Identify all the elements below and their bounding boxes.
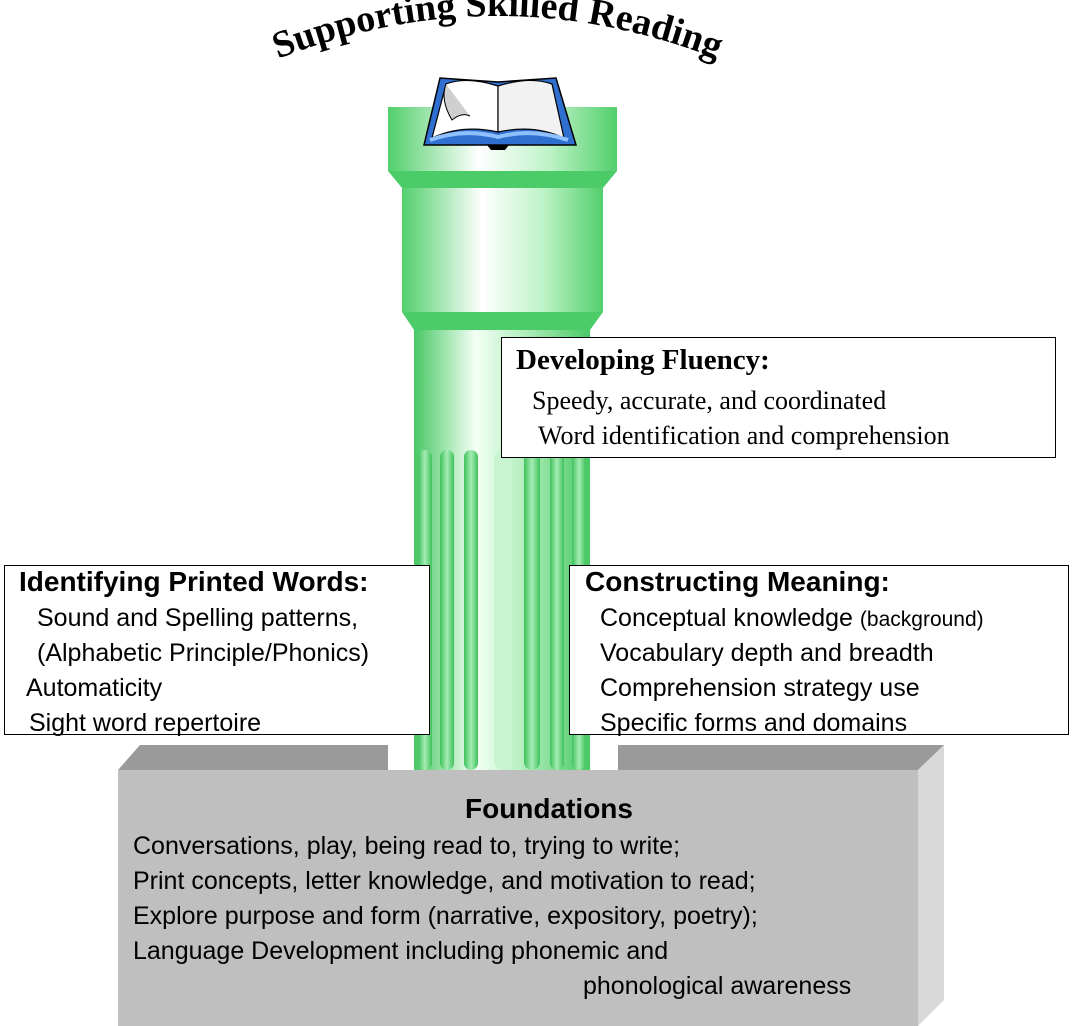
meaning-line-1-small: (background) <box>859 608 984 631</box>
meaning-line-1-main: Conceptual knowledge <box>600 604 853 632</box>
printed-words-heading: Identifying Printed Words: <box>19 566 369 597</box>
printed-words-line-3: Automaticity <box>26 674 163 702</box>
diagram-title: Supporting Skilled Reading <box>266 0 728 67</box>
meaning-heading: Constructing Meaning: <box>585 566 890 597</box>
printed-words-box: Identifying Printed Words: Sound and Spe… <box>4 565 430 737</box>
column-flutes <box>418 450 586 770</box>
meaning-line-1: Conceptual knowledge (background) <box>600 604 984 633</box>
fluency-line-2: Word identification and comprehension <box>538 421 950 450</box>
meaning-box: Constructing Meaning: Conceptual knowled… <box>569 565 1069 737</box>
foundation-base <box>118 745 944 1026</box>
printed-words-line-1: Sound and Spelling patterns, <box>37 604 359 632</box>
fluency-box: Developing Fluency: Speedy, accurate, an… <box>501 337 1056 458</box>
fluency-line-1: Speedy, accurate, and coordinated <box>532 386 887 415</box>
fluency-heading: Developing Fluency: <box>516 344 770 376</box>
meaning-line-3: Comprehension strategy use <box>600 674 920 702</box>
open-book-icon <box>423 77 578 150</box>
meaning-line-2: Vocabulary depth and breadth <box>600 639 934 667</box>
printed-words-line-2: (Alphabetic Principle/Phonics) <box>37 639 370 667</box>
meaning-line-4: Specific forms and domains <box>600 709 908 737</box>
printed-words-line-4: Sight word repertoire <box>29 709 262 737</box>
